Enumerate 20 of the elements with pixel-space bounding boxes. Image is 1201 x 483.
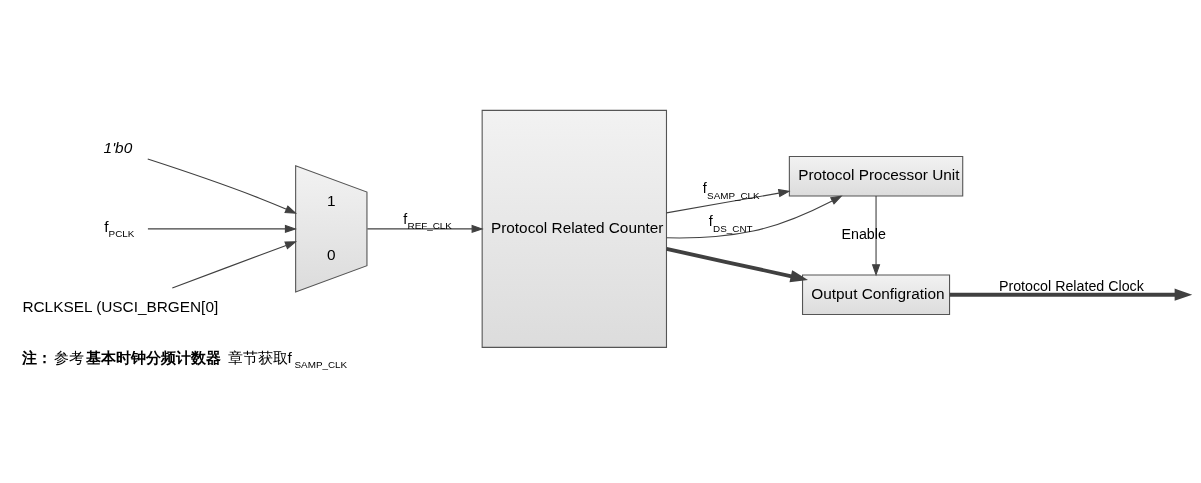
arrow bbox=[949, 288, 1193, 301]
arrow bbox=[666, 195, 843, 239]
node-box: Protocol Related Counter bbox=[481, 109, 668, 348]
node-text: RCLKSEL (USCI_BRGEN[0] bbox=[22, 297, 219, 315]
node-text: 1'b0 bbox=[103, 138, 133, 156]
arrow bbox=[147, 224, 297, 234]
node-text: f$_{PCLK}$ bbox=[104, 217, 135, 240]
edge-label: f$_{SAMP_CLK}$ bbox=[702, 180, 760, 201]
arrow bbox=[665, 189, 791, 214]
edge-label: Protocol Related Clock bbox=[998, 277, 1144, 294]
arrow bbox=[666, 247, 808, 283]
arrow bbox=[171, 241, 298, 289]
caption: 注：参考基本时钟分频计数器章节获取f$_{SAMP_CLK}$ bbox=[22, 348, 348, 371]
node-box: Protocol Processor Unit bbox=[788, 155, 964, 197]
node-box: Output Configration bbox=[802, 274, 951, 315]
edge-label: f$_{DS_CNT}$ bbox=[708, 213, 753, 234]
arrow bbox=[147, 158, 298, 214]
arrow bbox=[871, 195, 881, 277]
edge-label: Enable bbox=[841, 226, 886, 243]
node-box: 1 0 bbox=[295, 165, 368, 293]
